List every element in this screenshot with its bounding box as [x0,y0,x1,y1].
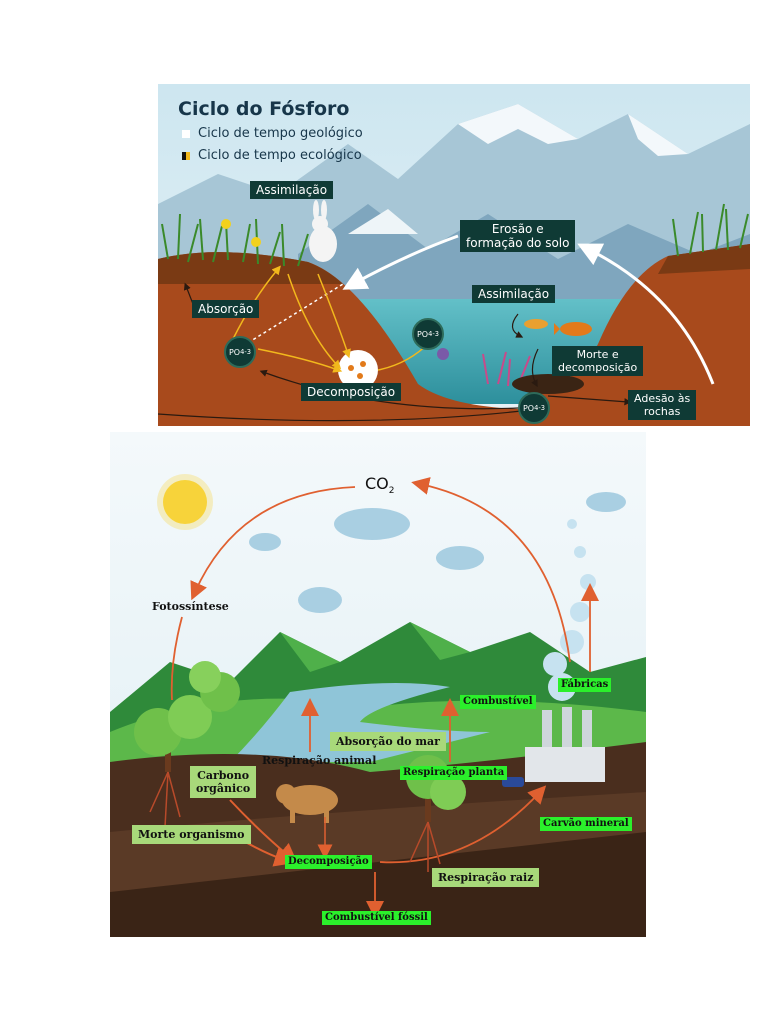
label-assimilacao-water: Assimilação [472,285,556,303]
grass-right [672,203,749,257]
legend-item-ecological: Ciclo de tempo ecológico [182,148,362,163]
label-carbono-organico: Carbono orgânico [190,766,257,798]
geological-arrow-right [577,243,715,385]
legend-swatch-orange [182,151,190,160]
label-decomposicao: Decomposição [301,383,402,401]
soil-left [158,252,618,426]
bison [276,784,338,823]
clouds [249,492,626,613]
arrow-factory-to-co2 [411,477,571,663]
fish [524,319,592,336]
label-decomposicao: Decomposição [285,855,372,869]
car [502,777,524,787]
legend-swatch-white [182,129,190,138]
geological-arrow-left [342,234,459,290]
phosphorus-cycle-diagram: Ciclo do Fósforo Ciclo de tempo geológic… [158,84,750,426]
decomposer-circle [338,350,378,390]
label-respiracao-planta: Respiração planta [400,766,508,780]
coral [482,351,531,387]
label-fotossintese: Fotossíntese [152,600,229,613]
label-adesao-rochas: Adesão às rochas [628,390,697,420]
arrow-co2-to-photosynthesis [190,486,356,601]
diagram-title: Ciclo do Fósforo [178,98,350,120]
label-erosao: Erosão e formação do solo [460,220,576,252]
legend-label: Ciclo de tempo ecológico [198,148,362,163]
soil-right [528,244,750,426]
factory [525,707,605,782]
label-carvao-mineral: Carvão mineral [540,817,632,831]
legend-item-geological: Ciclo de tempo geológico [182,126,363,141]
label-combustivel: Combustível [460,695,536,709]
label-absorcao: Absorção [192,300,260,318]
rabbit [309,200,337,262]
carbon-cycle-diagram: CO2 Fotossíntese Fábricas Combustível Ab… [110,432,646,937]
co2-label: CO2 [365,474,395,497]
label-combustivel-fossil: Combustível fóssil [322,911,431,925]
label-respiracao-raiz: Respiração raiz [432,868,540,887]
legend-label: Ciclo de tempo geológico [198,126,363,141]
label-morte-decomposicao: Morte e decomposição [552,346,644,376]
arrow-photosynthesis-to-tree [170,616,183,701]
phosphorus-scene [158,84,750,426]
label-fabricas: Fábricas [558,678,612,692]
label-assimilacao-land: Assimilação [250,181,334,199]
label-respiracao-animal: Respiração animal [262,754,377,767]
sun [163,480,207,524]
carbon-scene [110,432,646,937]
roots [149,771,441,872]
label-morte-organismo: Morte organismo [132,825,251,844]
label-absorcao-mar: Absorção do mar [330,732,446,751]
